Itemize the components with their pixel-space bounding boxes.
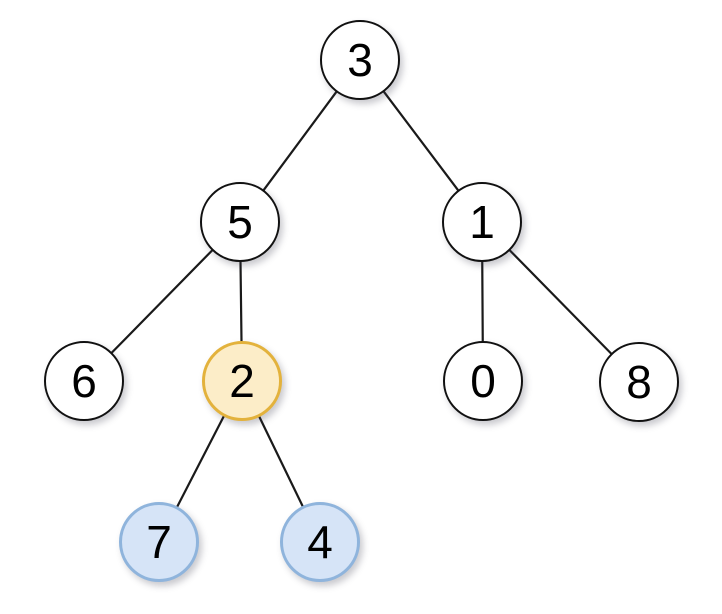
tree-node-label: 0	[470, 355, 496, 407]
tree-node-5[interactable]: 5	[200, 182, 280, 262]
tree-edge-2-4	[257, 414, 305, 509]
tree-node-8[interactable]: 8	[599, 342, 679, 422]
tree-edge-5-2	[239, 259, 243, 344]
tree-edge-3-5	[262, 90, 338, 192]
tree-node-1[interactable]: 1	[442, 182, 522, 262]
tree-node-0[interactable]: 0	[443, 341, 523, 421]
tree-node-label: 8	[626, 356, 652, 408]
tree-edge-5-6	[110, 248, 214, 355]
tree-node-label: 5	[227, 196, 253, 248]
tree-edge-2-7	[175, 414, 226, 509]
tree-node-3[interactable]: 3	[320, 20, 400, 100]
tree-edge-3-1	[382, 90, 460, 192]
tree-edge-1-8	[508, 248, 613, 356]
tree-node-2[interactable]: 2	[202, 341, 282, 421]
tree-edge-1-0	[481, 259, 484, 344]
tree-node-label: 6	[71, 355, 97, 407]
tree-node-label: 2	[229, 355, 255, 407]
tree-node-label: 4	[307, 516, 333, 568]
tree-node-6[interactable]: 6	[44, 341, 124, 421]
tree-node-label: 7	[146, 516, 172, 568]
tree-node-label: 1	[469, 196, 495, 248]
tree-node-label: 3	[347, 34, 373, 86]
tree-node-7[interactable]: 7	[119, 502, 199, 582]
tree-node-4[interactable]: 4	[280, 502, 360, 582]
